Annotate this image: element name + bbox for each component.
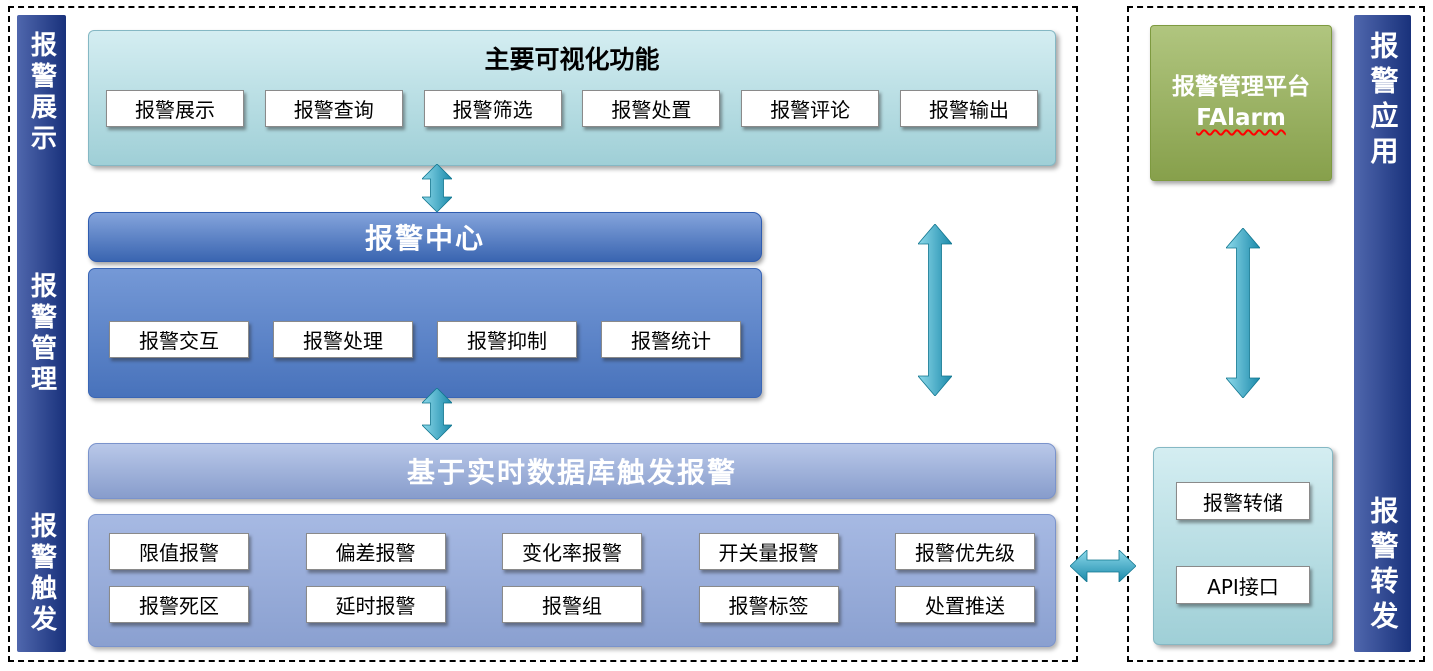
- button-alarm-deadband: 报警死区: [109, 586, 249, 623]
- button-alarm-dump: 报警转储: [1176, 482, 1310, 520]
- button-alarm-statistics: 报警统计: [601, 321, 741, 358]
- double-arrow-platform-forward-icon: [1226, 228, 1260, 398]
- button-switch-alarm: 开关量报警: [698, 533, 839, 570]
- button-alarm-processing: 报警处理: [273, 321, 413, 358]
- platform-title-line1: 报警管理平台: [1172, 73, 1310, 100]
- double-arrow-panels-icon: [1070, 550, 1136, 582]
- double-arrow-viz-trigger-icon: [918, 224, 952, 396]
- trigger-box: 限值报警 偏差报警 变化率报警 开关量报警 报警优先级 报警死区 延时报警 报警…: [88, 514, 1056, 647]
- visualization-button-row: 报警展示 报警查询 报警筛选 报警处置 报警评论 报警输出: [89, 90, 1055, 127]
- button-deviation-alarm: 偏差报警: [305, 533, 446, 570]
- platform-title-falarm: FAlarm: [1196, 105, 1286, 131]
- double-arrow-mgmt-trigger-icon: [422, 388, 452, 440]
- button-alarm-comment: 报警评论: [741, 90, 880, 127]
- trigger-bar: 基于实时数据库触发报警: [88, 443, 1056, 499]
- sidebar-label-alarm-management: 报警管理: [26, 271, 57, 396]
- button-alarm-filter: 报警筛选: [423, 90, 562, 127]
- button-alarm-output: 报警输出: [899, 90, 1038, 127]
- right-panel: 报警管理平台 FAlarm 报警应用 报警转发 报警转储 API接口: [1127, 6, 1425, 662]
- button-alarm-tag: 报警标签: [698, 586, 839, 623]
- forward-box: 报警转储 API接口: [1153, 447, 1333, 645]
- button-alarm-handle: 报警处置: [582, 90, 721, 127]
- right-sidebar: 报警应用 报警转发: [1354, 15, 1411, 652]
- button-rate-of-change-alarm: 变化率报警: [502, 533, 642, 570]
- double-arrow-viz-center-icon: [422, 164, 452, 212]
- visualization-title: 主要可视化功能: [484, 45, 660, 74]
- left-sidebar: 报警展示 报警管理 报警触发: [17, 15, 66, 652]
- left-panel: 报警展示 报警管理 报警触发 主要可视化功能 报警展示 报警查询 报警筛选 报警…: [8, 6, 1078, 662]
- sidebar-label-alarm-display: 报警展示: [26, 31, 57, 155]
- button-alarm-suppression: 报警抑制: [437, 321, 577, 358]
- trigger-button-grid: 限值报警 偏差报警 变化率报警 开关量报警 报警优先级 报警死区 延时报警 报警…: [89, 515, 1055, 623]
- button-disposal-push: 处置推送: [895, 586, 1035, 623]
- visualization-box: 主要可视化功能 报警展示 报警查询 报警筛选 报警处置 报警评论 报警输出: [88, 30, 1056, 166]
- button-alarm-query: 报警查询: [264, 90, 403, 127]
- button-alarm-display: 报警展示: [106, 90, 244, 127]
- alarm-management-box: 报警交互 报警处理 报警抑制 报警统计: [88, 268, 762, 398]
- alarm-center-bar: 报警中心: [88, 212, 762, 262]
- button-limit-alarm: 限值报警: [109, 533, 249, 570]
- button-alarm-group: 报警组: [502, 586, 642, 623]
- button-alarm-interaction: 报警交互: [109, 321, 249, 358]
- button-delay-alarm: 延时报警: [305, 586, 446, 623]
- sidebar-label-alarm-application: 报警应用: [1366, 31, 1400, 171]
- button-alarm-priority: 报警优先级: [895, 533, 1035, 570]
- platform-box: 报警管理平台 FAlarm: [1150, 25, 1332, 181]
- management-button-row: 报警交互 报警处理 报警抑制 报警统计: [89, 321, 761, 358]
- button-api-interface: API接口: [1176, 566, 1310, 604]
- sidebar-label-alarm-trigger: 报警触发: [26, 512, 57, 636]
- sidebar-label-alarm-forward: 报警转发: [1366, 496, 1400, 636]
